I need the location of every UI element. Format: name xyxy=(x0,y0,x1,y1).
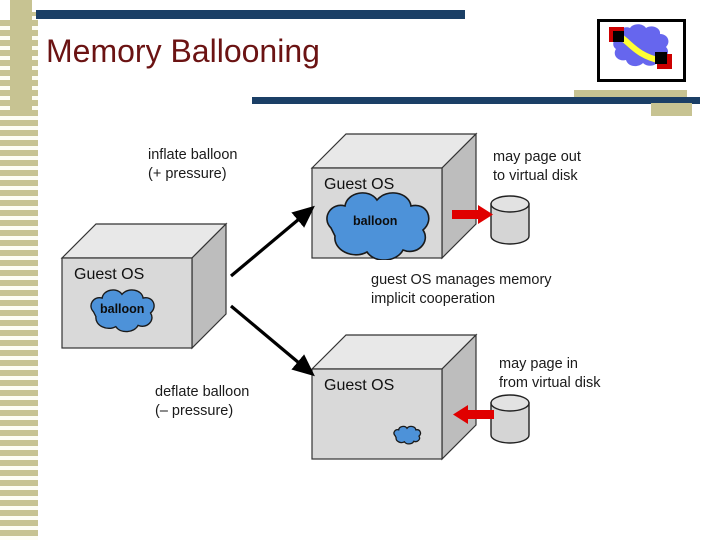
guest-os-box-inflated: Guest OS balloon xyxy=(310,132,480,260)
inflate-connector-arrow xyxy=(228,200,320,280)
guest-os-box-left: Guest OS balloon xyxy=(60,222,230,350)
guest-os-label-left: Guest OS xyxy=(74,266,145,283)
page-title: Memory Ballooning xyxy=(46,33,320,69)
guest-os-label-inflated: Guest OS xyxy=(324,176,395,193)
left-decorative-solid-block xyxy=(10,0,32,112)
label-deflate-balloon: deflate balloon (– pressure) xyxy=(155,384,250,420)
label-guest-os-manages-memory: guest OS manages memory implicit coopera… xyxy=(371,272,552,308)
left-band-notch-2 xyxy=(32,0,38,12)
guest-os-box-deflated: Guest OS xyxy=(310,333,480,461)
page-in-red-arrow xyxy=(452,405,494,425)
header-underline-bar-navy xyxy=(252,97,700,104)
deflate-connector-arrow xyxy=(228,300,320,382)
guest-os-label-deflated: Guest OS xyxy=(324,377,395,394)
virtual-disk-bottom xyxy=(489,394,531,446)
label-may-page-in: may page in from virtual disk xyxy=(499,356,601,392)
footer-accent-bar-tan-lower xyxy=(651,103,692,116)
label-may-page-out: may page out to virtual disk xyxy=(493,149,581,185)
virtual-disk-top xyxy=(489,195,531,247)
balloon-label-left: balloon xyxy=(100,302,145,316)
header-accent-bar-navy xyxy=(36,10,465,19)
cloud-network-logo xyxy=(597,19,686,82)
label-inflate-balloon: inflate balloon (+ pressure) xyxy=(148,147,238,183)
balloon-label-inflated: balloon xyxy=(353,214,398,228)
left-band-notch-1 xyxy=(0,0,10,20)
page-out-red-arrow xyxy=(452,205,494,225)
